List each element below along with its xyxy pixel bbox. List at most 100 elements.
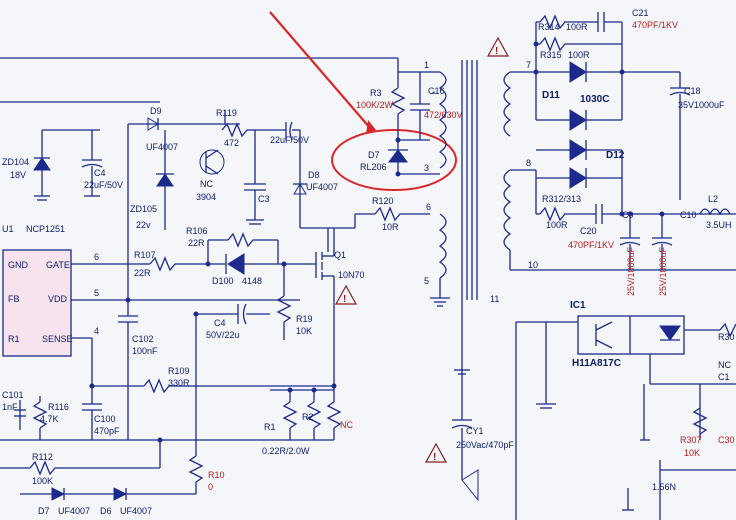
- svg-text:470PF/1KV: 470PF/1KV: [568, 240, 614, 250]
- svg-text:22R: 22R: [134, 268, 151, 278]
- svg-text:R314: R314: [538, 22, 560, 32]
- c101-r116-c100: C101 1nF R116 4.7K C100 470pF: [0, 386, 334, 441]
- svg-text:R3: R3: [370, 88, 382, 98]
- u1-pin6: 6: [94, 252, 99, 262]
- svg-text:D6: D6: [100, 506, 112, 516]
- svg-text:10K: 10K: [296, 326, 312, 336]
- r119-resistor: R119 472: [216, 108, 260, 148]
- c16-capacitor: C16 472/630V: [398, 72, 463, 141]
- svg-text:6: 6: [426, 202, 431, 212]
- transformer-core: 11: [461, 60, 499, 304]
- svg-text:10N70: 10N70: [338, 270, 365, 280]
- svg-text:10: 10: [528, 260, 538, 270]
- svg-text:R307: R307: [680, 435, 702, 445]
- svg-text:R19: R19: [296, 314, 313, 324]
- c18-capacitor: C18 35V1000uF: [622, 71, 725, 200]
- svg-text:4.7K: 4.7K: [40, 414, 59, 424]
- svg-text:1nF: 1nF: [2, 402, 18, 412]
- svg-text:R106: R106: [186, 226, 208, 236]
- svg-text:D11: D11: [542, 90, 560, 101]
- svg-text:C21: C21: [632, 8, 649, 18]
- c9-c10-l2: C9 C10 25V/1000uF 25V/1000uF L2 3.5UH: [619, 194, 732, 296]
- svg-text:C20: C20: [580, 226, 597, 236]
- r112-resistor: R112 100K: [0, 440, 161, 486]
- u1-pin-vdd: VDD: [48, 294, 68, 304]
- c4-capacitor-bottom: C4 50V/22u: [196, 303, 270, 340]
- ic-u1: U1 NCP1251 GND FB R1 GATE VDD SENSE 6 5 …: [2, 224, 300, 386]
- r10-resistor: R10 0: [188, 314, 225, 494]
- svg-text:R312/313: R312/313: [542, 194, 581, 204]
- r3-resistor: R3 100K/2W: [356, 72, 406, 140]
- svg-text:R109: R109: [168, 366, 190, 376]
- svg-text:CY1: CY1: [466, 426, 484, 436]
- svg-text:0.22R/2.0W: 0.22R/2.0W: [262, 446, 310, 456]
- u1-pin-fb: FB: [8, 294, 20, 304]
- svg-text:NC: NC: [340, 420, 353, 430]
- c4-capacitor-top: C4 22uF/50V: [81, 130, 123, 197]
- u1-ref: U1: [2, 224, 14, 234]
- ic1-optocoupler: IC1 H11A817C: [515, 300, 685, 520]
- cap-22uf: 22uF/50V: [260, 121, 309, 145]
- svg-text:470pF: 470pF: [94, 426, 120, 436]
- u1-pin-gnd: GND: [8, 260, 29, 270]
- r19-resistor: R19 10K: [276, 264, 313, 340]
- svg-text:C4: C4: [214, 318, 226, 328]
- svg-text:22uF/50V: 22uF/50V: [84, 180, 123, 190]
- svg-text:100K: 100K: [32, 476, 53, 486]
- svg-text:4148: 4148: [242, 276, 262, 286]
- svg-text:18V: 18V: [10, 170, 26, 180]
- svg-text:C102: C102: [132, 334, 154, 344]
- aux-winding: R120 10R 6 5: [355, 196, 450, 307]
- svg-text:UF4007: UF4007: [146, 142, 178, 152]
- svg-text:NC: NC: [200, 179, 213, 189]
- svg-text:0: 0: [208, 482, 213, 492]
- svg-text:10R: 10R: [382, 222, 399, 232]
- svg-text:C1: C1: [718, 372, 730, 382]
- svg-text:R10: R10: [208, 470, 225, 480]
- u1-pin-sense: SENSE: [42, 334, 73, 344]
- svg-text:R116: R116: [48, 402, 69, 412]
- d9-diode: D9 UF4007: [127, 106, 178, 300]
- u1-pin5: 5: [94, 288, 99, 298]
- svg-text:H11A817C: H11A817C: [572, 358, 621, 369]
- svg-text:!: !: [433, 452, 436, 463]
- svg-text:!: !: [495, 46, 498, 57]
- highlight-annotation: [269, 11, 457, 191]
- d7-d6-bottom: D7 UF4007 D6 UF4007: [20, 487, 196, 516]
- svg-text:472/630V: 472/630V: [424, 110, 463, 120]
- svg-text:25V/1000uF: 25V/1000uF: [658, 246, 668, 296]
- svg-text:D7: D7: [38, 506, 50, 516]
- svg-text:100R: 100R: [566, 22, 588, 32]
- u1-pin4: 4: [94, 326, 99, 336]
- svg-text:35V1000uF: 35V1000uF: [678, 100, 725, 110]
- svg-text:NC: NC: [718, 360, 731, 370]
- svg-text:7: 7: [526, 60, 531, 70]
- zd104-zener: ZD104 18V: [2, 129, 100, 201]
- svg-text:D100: D100: [212, 276, 234, 286]
- cy1-capacitor: CY1 250Vac/470pF: [451, 300, 514, 502]
- svg-text:100nF: 100nF: [132, 346, 158, 356]
- nc-transistor: NC 3904: [196, 149, 225, 202]
- svg-text:3: 3: [424, 163, 429, 173]
- svg-text:C3: C3: [258, 194, 270, 204]
- u1-pin-r1: R1: [8, 334, 20, 344]
- svg-text:R2: R2: [302, 412, 314, 422]
- svg-text:UF4007: UF4007: [120, 506, 152, 516]
- svg-text:C100: C100: [94, 414, 116, 424]
- svg-text:8: 8: [526, 158, 531, 168]
- svg-text:R112: R112: [32, 452, 53, 462]
- svg-text:R107: R107: [134, 250, 156, 260]
- svg-text:IC1: IC1: [570, 300, 586, 311]
- svg-text:470PF/1KV: 470PF/1KV: [632, 20, 678, 30]
- c102-capacitor: C102 100nF: [118, 300, 158, 440]
- svg-text:100R: 100R: [546, 220, 568, 230]
- svg-text:330R: 330R: [168, 378, 190, 388]
- secondary-windings: 7 8 10: [503, 60, 736, 271]
- svg-text:°: °: [432, 90, 436, 100]
- svg-text:100K/2W: 100K/2W: [356, 100, 394, 110]
- svg-text:!: !: [343, 294, 346, 305]
- svg-text:RL206: RL206: [360, 162, 387, 172]
- d8-diode: D8 UF4007: [293, 130, 338, 228]
- svg-text:C16: C16: [428, 86, 445, 96]
